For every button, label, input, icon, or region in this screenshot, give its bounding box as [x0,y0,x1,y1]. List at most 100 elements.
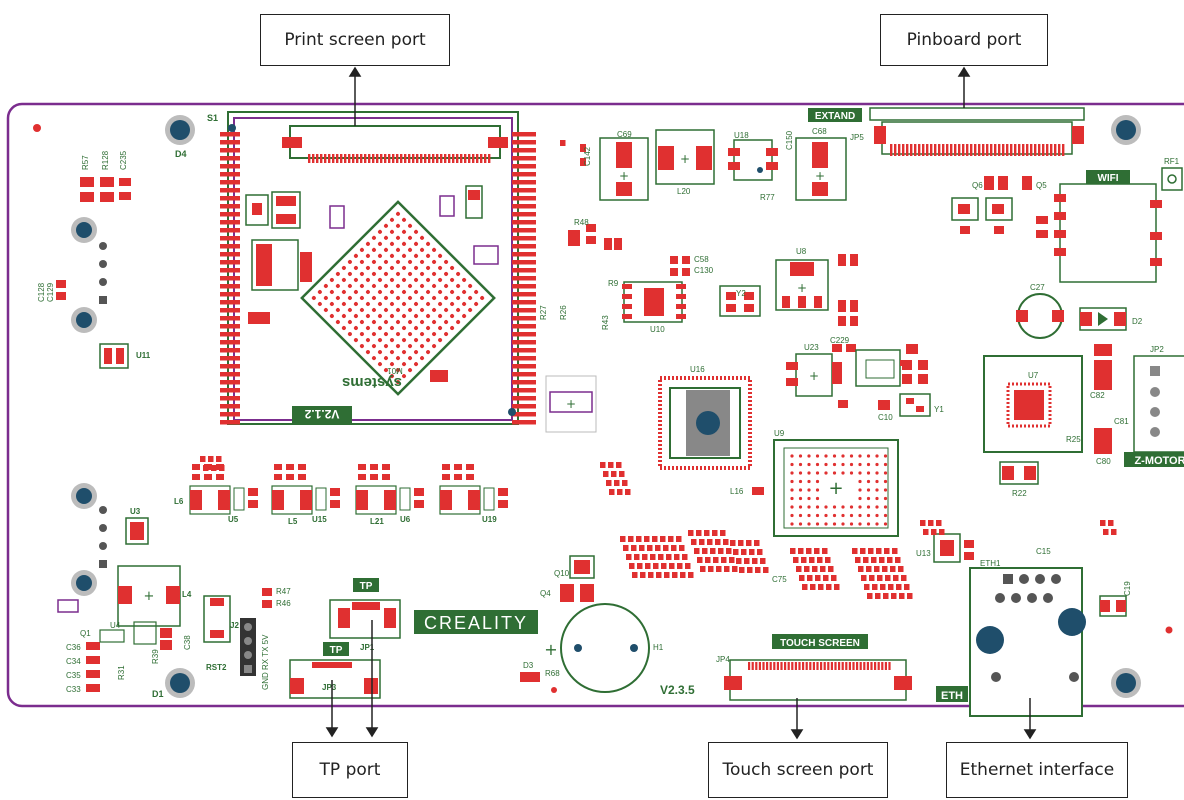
label-h1: H1 [653,643,664,652]
label-c142: C142 [583,146,592,166]
label-u10: U10 [650,325,665,334]
label-jp5: JP5 [850,133,864,142]
label-extand: EXTAND [815,111,855,122]
label-u5: U5 [228,515,239,524]
label-tp-bottom: TP [330,645,343,656]
label-c36: C36 [66,643,81,652]
label-j2: J2 [230,621,239,630]
label-r68: R68 [545,669,560,678]
label-c27: C27 [1030,283,1045,292]
label-r46: R46 [276,599,291,608]
ethernet-jack [936,567,1127,717]
label-q1: Q1 [80,629,91,638]
label-u18: U18 [734,131,749,140]
label-u9: U9 [774,429,785,438]
label-r77: R77 [760,193,775,202]
callout-print-screen-port: Print screen port [260,14,450,66]
q10-q4-parts: + [545,375,597,602]
label-l20: L20 [677,187,691,196]
svg-text:+: + [619,169,629,183]
label-rf1: RF1 [1164,157,1180,166]
label-r27: R27 [539,305,548,320]
label-u8: U8 [796,247,807,256]
callout-ethernet-interface: Ethernet interface [946,742,1128,798]
label-r57: R57 [81,155,90,170]
pinboard-connector [869,107,1085,156]
label-c80: C80 [1096,457,1111,466]
label-c68: C68 [812,127,827,136]
label-l16: L16 [730,487,744,496]
label-c58: C58 [694,255,709,264]
label-r128: R128 [101,150,110,170]
label-c10: C10 [878,413,893,422]
label-rst2: RST2 [206,663,227,672]
mid-top-parts: + [622,254,858,326]
label-l6: L6 [174,497,184,506]
label-uart-pins: GND RX TX 5V [261,634,270,690]
label-r22: R22 [1012,489,1027,498]
inductor-l16 [752,487,764,495]
svg-text:+: + [797,281,807,295]
label-c82: C82 [1090,391,1105,400]
label-u7: U7 [1028,371,1039,380]
label-q10: Q10 [554,569,570,578]
label-u19: U19 [482,515,497,524]
label-jp4: JP4 [716,655,730,664]
label-jp1: JP1 [360,643,375,652]
label-c38: C38 [183,635,192,650]
label-d4: D4 [175,149,187,159]
callout-touch-screen-port: Touch screen port [708,742,888,798]
module-maker: systems [342,374,402,391]
svg-text:+: + [144,589,155,604]
label-c150: C150 [785,130,794,150]
callout-pinboard-port: Pinboard port [880,14,1048,66]
mcu-u16 [658,376,752,470]
label-c129: C129 [46,282,55,302]
mounting-holes [71,115,1141,698]
label-q6: Q6 [972,181,983,190]
label-c35: C35 [66,671,81,680]
module-id: M01 [387,366,403,375]
label-tp-top: TP [360,581,373,592]
label-c81: C81 [1114,417,1129,426]
label-r48: R48 [574,218,589,227]
label-c235: C235 [119,150,128,170]
svg-text:+: + [544,640,557,659]
l11-part [1094,428,1112,454]
jp2-part [1094,344,1112,356]
label-c75: C75 [772,575,787,584]
label-z-motor: Z-MOTOR [1134,455,1184,467]
label-u11: U11 [136,351,151,360]
label-y2: Y2 [736,289,746,298]
label-d1: D1 [152,689,164,699]
label-jp3: JP3 [322,683,337,692]
label-r25: R25 [1066,435,1081,444]
label-q5: Q5 [1036,181,1047,190]
touch-screen-connector [724,634,912,701]
module-version: V2.1.2 [304,407,339,421]
label-c69: C69 [617,130,632,139]
label-y1: Y1 [934,405,944,414]
svg-text:+: + [815,169,825,183]
label-r31: R31 [117,665,126,680]
chip-u9: + [773,439,899,537]
tp-connectors [289,578,401,699]
label-jp2: JP2 [1150,345,1164,354]
label-l5: L5 [288,517,298,526]
label-eth: ETH [941,690,963,702]
u23-u2-region: + [786,344,931,417]
label-c130: C130 [694,266,714,275]
label-eth1: ETH1 [980,559,1001,568]
wifi-region [951,167,1183,283]
l9-part [1094,360,1112,390]
fiducial-marks [33,124,1173,693]
brand-logo-text: CREALITY [424,613,528,633]
label-q4: Q4 [540,589,551,598]
label-r9: R9 [608,279,619,288]
power-stage-row [189,464,508,515]
label-r43: R43 [601,315,610,330]
label-r39: R39 [151,649,160,664]
callout-arrows [325,66,1037,740]
led-d3 [520,672,540,682]
